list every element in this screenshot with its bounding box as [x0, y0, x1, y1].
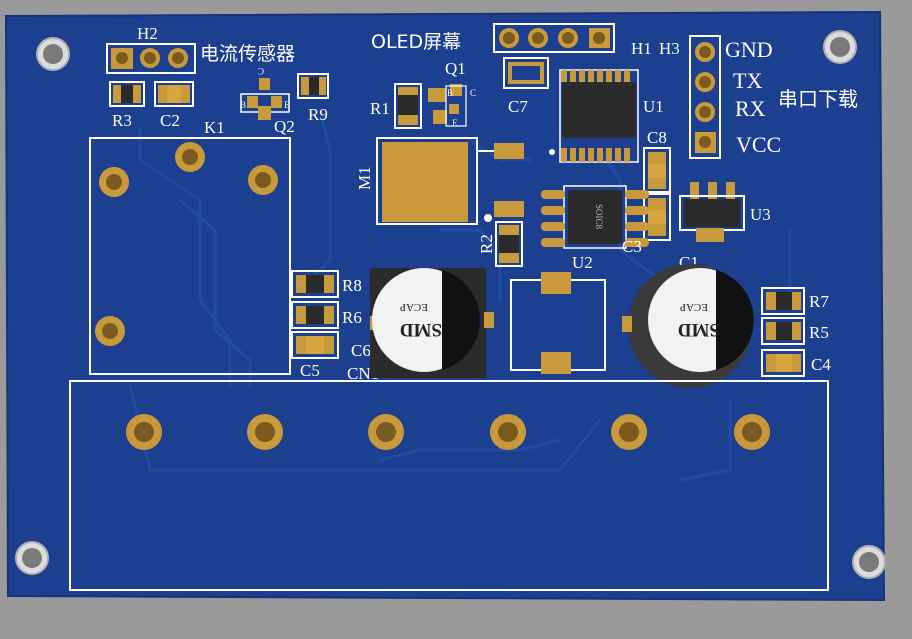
label-r5: R5: [809, 323, 829, 342]
label-q2-e: E: [284, 100, 290, 110]
resistor-r7: [761, 287, 805, 315]
label-current-sensor: 电流传感器: [200, 43, 295, 65]
label-c6-ecap: ECAP: [400, 301, 428, 313]
ic-u2: [541, 185, 649, 249]
resistor-r5: [761, 317, 805, 345]
resistor-r1: [394, 83, 422, 129]
label-q2-c: C: [258, 66, 264, 76]
regulator-u3: [679, 182, 745, 242]
label-r9: R9: [308, 105, 328, 124]
label-q2: Q2: [274, 117, 295, 136]
label-c2: C2: [160, 111, 180, 130]
transistor-q2: [240, 78, 290, 120]
label-rx: RX: [735, 96, 766, 121]
capacitor-c2: [154, 81, 194, 107]
label-r3: R3: [112, 111, 132, 130]
resistor-r9: [297, 73, 329, 99]
label-gnd: GND: [725, 37, 773, 62]
label-vcc: VCC: [736, 132, 781, 157]
component-outline-center: [510, 272, 606, 374]
label-c4: C4: [811, 355, 831, 374]
mounting-holes: [15, 30, 886, 579]
capacitor-c4: [761, 349, 805, 377]
label-c7: C7: [508, 97, 528, 116]
header-serial: [689, 35, 721, 159]
resistor-r6: [291, 301, 339, 329]
label-u1: U1: [643, 97, 664, 116]
label-c6-smd: SMD: [400, 319, 442, 340]
label-h1: H1: [631, 39, 652, 58]
label-u2: U2: [572, 253, 593, 272]
label-u3: U3: [750, 205, 771, 224]
label-soic8: SOIC8: [594, 204, 604, 230]
label-q2-b: B: [240, 100, 246, 110]
label-k1: K1: [204, 118, 225, 137]
header-h2: [106, 43, 196, 74]
label-c6: C6: [351, 341, 371, 360]
relay-k1: [89, 137, 291, 375]
label-h2: H2: [137, 24, 158, 43]
transistor-q1: [428, 84, 467, 127]
label-r2: R2: [477, 234, 496, 254]
label-q1-b: B: [447, 88, 453, 98]
label-oled: OLED屏幕: [371, 31, 461, 53]
label-c1-smd: SMD: [678, 319, 720, 340]
label-r1: R1: [370, 99, 390, 118]
capacitor-c5: [291, 331, 339, 359]
resistor-r3: [109, 81, 145, 107]
label-c3: C3: [622, 237, 642, 256]
label-r6: R6: [342, 308, 362, 327]
label-m1: M1: [355, 166, 374, 190]
label-tx: TX: [733, 68, 762, 93]
capacitor-c7: [503, 57, 549, 89]
label-q1-c: C: [470, 88, 476, 98]
electrolytic-capacitor-c6: [370, 268, 494, 378]
label-q1: Q1: [445, 59, 466, 78]
label-q1-e: E: [452, 118, 458, 128]
label-c5: C5: [300, 361, 320, 380]
resistor-r8: [291, 270, 339, 298]
terminal-block-cn1: [69, 380, 829, 591]
electrolytic-capacitor-c1: [622, 264, 754, 388]
capacitor-c3: [643, 193, 671, 241]
label-serial-download: 串口下载: [778, 87, 858, 111]
label-c1-ecap: ECAP: [680, 301, 708, 313]
header-oled: [493, 23, 615, 53]
inductor-m1: [376, 137, 524, 225]
label-h3: H3: [659, 39, 680, 58]
ic-u1: [549, 69, 639, 163]
capacitor-c8: [643, 147, 671, 193]
resistor-r2: [495, 221, 523, 267]
label-r7: R7: [809, 292, 829, 311]
label-c8: C8: [647, 128, 667, 147]
label-r8: R8: [342, 276, 362, 295]
